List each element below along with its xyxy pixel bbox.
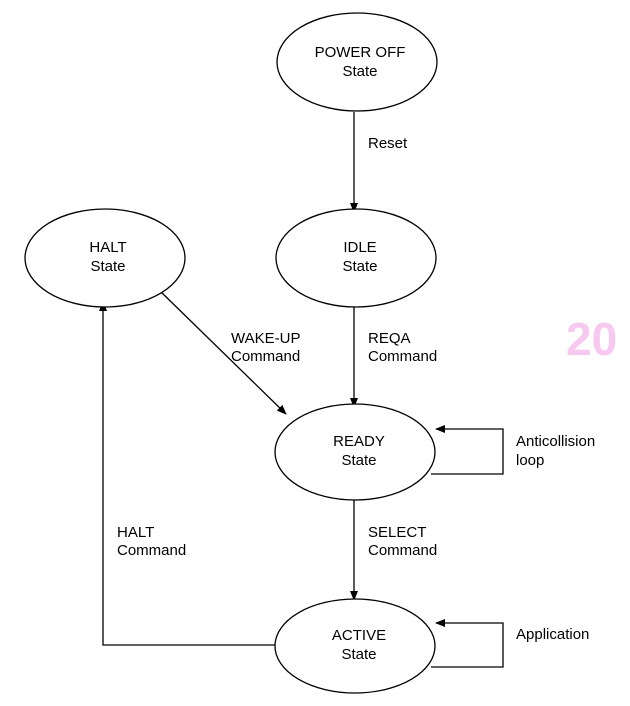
label-select-line1: SELECT — [368, 524, 426, 541]
label-select-line2: Command — [368, 542, 437, 559]
label-reqa-line1: REQA — [368, 330, 411, 347]
node-halt-subtitle: State — [90, 258, 125, 275]
node-idle-title: IDLE — [343, 239, 376, 256]
node-active: ACTIVE State — [274, 598, 436, 694]
node-ready: READY State — [274, 403, 436, 501]
node-ready-subtitle: State — [341, 452, 376, 469]
label-wakeup-line1: WAKE-UP — [231, 330, 300, 347]
node-halt-title: HALT — [89, 239, 126, 256]
node-power-off-subtitle: State — [342, 63, 377, 80]
node-power-off-title: POWER OFF — [315, 44, 406, 61]
label-reset: Reset — [368, 135, 408, 152]
application-loop-arrow — [431, 619, 504, 668]
node-idle: IDLE State — [275, 208, 437, 308]
label-application: Application — [516, 626, 589, 643]
label-halt-command-line1: HALT — [117, 524, 154, 541]
label-wakeup-line2: Command — [231, 348, 300, 365]
anticollision-loop-arrow — [431, 425, 504, 475]
node-active-title: ACTIVE — [332, 627, 386, 644]
node-ready-title: READY — [333, 433, 385, 450]
label-anticollision-line1: Anticollision — [516, 433, 595, 450]
label-halt-command-line2: Command — [117, 542, 186, 559]
node-idle-subtitle: State — [342, 258, 377, 275]
watermark-text: 20 — [566, 313, 617, 365]
label-anticollision-line2: loop — [516, 452, 544, 469]
label-reqa-line2: Command — [368, 348, 437, 365]
node-halt: HALT State — [24, 208, 186, 308]
edge-wakeup-arrow — [159, 290, 287, 415]
edge-halt-command-arrow — [99, 301, 275, 646]
node-active-subtitle: State — [341, 646, 376, 663]
node-power-off: POWER OFF State — [276, 12, 438, 112]
